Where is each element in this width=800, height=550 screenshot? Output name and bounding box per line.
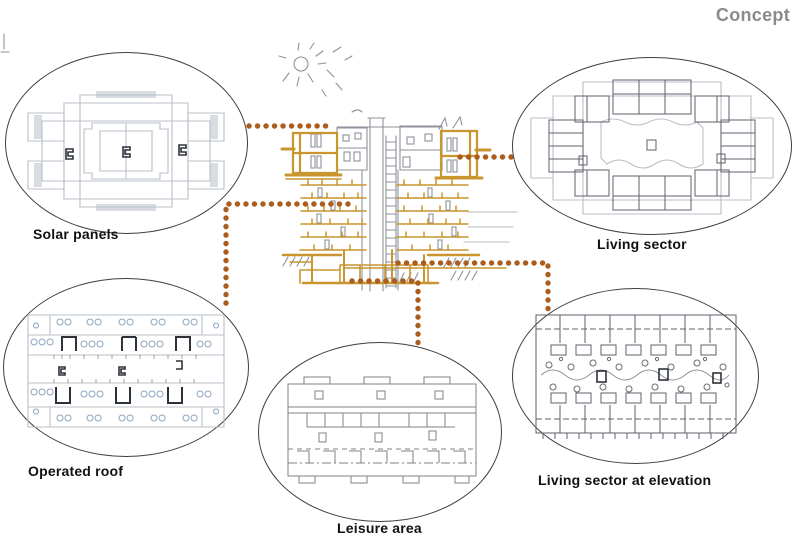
connector-operated-roof xyxy=(223,201,351,311)
bubble-leisure-area xyxy=(258,342,502,522)
solar-panels-plan xyxy=(27,91,225,211)
bubble-solar-panels xyxy=(5,52,248,234)
connector-living-sector-elevation xyxy=(395,260,551,313)
section-marker-lines xyxy=(280,129,507,285)
bubble-living-sector-elevation xyxy=(512,288,759,464)
leisure-area-plan xyxy=(287,376,477,484)
label-solar-panels: Solar panels xyxy=(33,226,119,242)
bubble-operated-roof xyxy=(3,278,249,457)
page-title: Concept xyxy=(715,5,790,25)
living-sector-plan xyxy=(530,79,774,215)
label-living-sector: Living sector xyxy=(597,236,687,252)
label-living-sector-elevation: Living sector at elevation xyxy=(538,472,712,488)
sun-icon xyxy=(278,42,363,113)
operated-roof-plan xyxy=(27,314,225,428)
label-operated-roof: Operated roof xyxy=(28,463,124,479)
living-sector-elevation-plan xyxy=(535,314,737,439)
label-leisure-area: Leisure area xyxy=(337,520,422,536)
pencil-artifact xyxy=(0,33,10,53)
connector-leisure-area xyxy=(349,278,421,348)
bubble-living-sector xyxy=(512,57,792,235)
